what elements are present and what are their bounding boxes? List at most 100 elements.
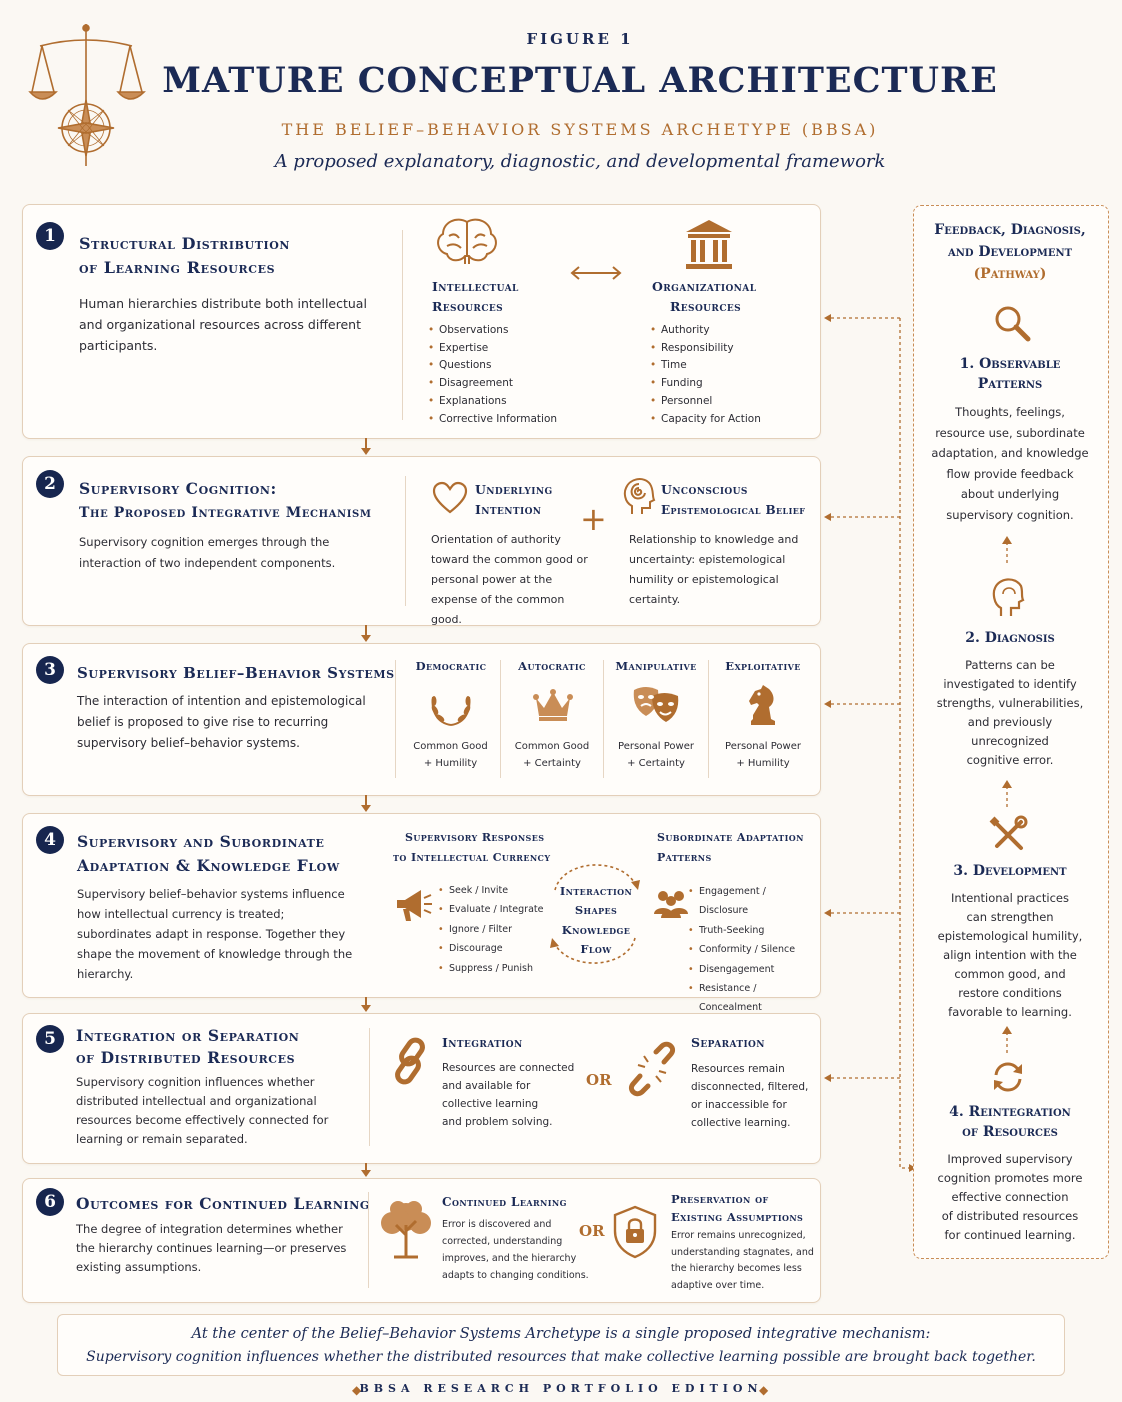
pathway-step-4-title: 4. Reintegration of Resources bbox=[949, 1104, 1071, 1140]
institution-icon bbox=[686, 220, 732, 269]
organizational-resources-list: Authority Responsibility Time Funding Pe… bbox=[650, 322, 810, 428]
separation-heading: Separation bbox=[691, 1035, 765, 1050]
page-title: MATURE CONCEPTUAL ARCHITECTURE bbox=[162, 60, 998, 101]
list-item: Disengagement bbox=[688, 960, 816, 980]
underlying-intention-heading: Underlying Intention bbox=[475, 482, 553, 517]
down-arrow-icon bbox=[361, 635, 371, 642]
supervisory-responses-list: Seek / Invite Evaluate / Integrate Ignor… bbox=[438, 881, 548, 978]
interaction-center-label: Interaction Shapes Knowledge Flow bbox=[559, 884, 633, 956]
divider bbox=[369, 1028, 370, 1146]
organizational-resources-heading: Organizational Resources bbox=[652, 279, 757, 314]
divider bbox=[603, 660, 604, 778]
page-tagline: A proposed explanatory, diagnostic, and … bbox=[274, 151, 886, 172]
divider bbox=[402, 230, 403, 420]
system-manipulative-caption: Personal Power + Certainty bbox=[618, 741, 694, 769]
section-6-title: Outcomes for Continued Learning bbox=[76, 1194, 370, 1213]
section-2-title: Supervisory Cognition: The Proposed Inte… bbox=[79, 479, 372, 521]
people-icon bbox=[654, 891, 688, 918]
flow-line bbox=[365, 795, 367, 805]
pathway-step-4-text: Improved supervisory cognition promotes … bbox=[937, 1152, 1083, 1242]
flow-line bbox=[365, 997, 367, 1005]
section-3-card bbox=[22, 643, 821, 796]
section-3-title: Supervisory Belief–Behavior Systems bbox=[77, 664, 395, 682]
footer-line-1: At the center of the Belief–Behavior Sys… bbox=[191, 1326, 931, 1342]
section-2-card bbox=[22, 456, 821, 626]
section-2-number: 2 bbox=[36, 470, 64, 498]
pathway-step-1-text: Thoughts, feelings, resource use, subord… bbox=[931, 405, 1089, 522]
list-item: Suppress / Punish bbox=[438, 959, 548, 979]
diamond-icon: ◆ bbox=[759, 1383, 769, 1397]
separation-text: Resources remain disconnected, filtered,… bbox=[691, 1063, 809, 1129]
subordinate-adaptation-list: Engagement / Disclosure Truth-Seeking Co… bbox=[688, 882, 816, 1018]
head-spiral-icon bbox=[623, 478, 656, 514]
tree-icon bbox=[381, 1201, 431, 1259]
down-arrow-icon bbox=[361, 448, 371, 455]
masks-icon bbox=[633, 687, 679, 722]
section-1-title: Structural Distribution of Learning Reso… bbox=[79, 234, 291, 277]
shield-lock-icon bbox=[613, 1205, 657, 1259]
laurel-icon bbox=[431, 696, 471, 726]
epistemological-belief-text: Relationship to knowledge and uncertaint… bbox=[629, 533, 799, 606]
list-item: Seek / Invite bbox=[438, 881, 548, 901]
head-profile-icon bbox=[992, 578, 1025, 616]
section-3-description: The interaction of intention and epistem… bbox=[77, 694, 366, 750]
divider bbox=[395, 660, 396, 778]
cycle-arrows-icon bbox=[994, 1062, 1022, 1092]
section-4-number: 4 bbox=[36, 826, 64, 854]
flow-line bbox=[365, 438, 367, 448]
or-label: OR bbox=[586, 1071, 612, 1089]
flow-line bbox=[365, 625, 367, 635]
section-6-card bbox=[22, 1178, 821, 1303]
pathway-step-2-title: 2. Diagnosis bbox=[965, 630, 1055, 646]
page-subtitle: THE BELIEF–BEHAVIOR SYSTEMS ARCHETYPE (B… bbox=[281, 120, 879, 139]
list-item: Ignore / Filter bbox=[438, 920, 548, 940]
list-item: Personnel bbox=[650, 393, 810, 411]
list-item: Observations bbox=[428, 322, 598, 340]
divider bbox=[708, 660, 709, 778]
system-manipulative-label: Manipulative bbox=[615, 659, 697, 673]
divider bbox=[368, 1192, 369, 1288]
pathway-step-2-text: Patterns can be investigated to identify… bbox=[936, 658, 1084, 767]
feedback-connectors bbox=[824, 314, 916, 1172]
or-label: OR bbox=[579, 1222, 605, 1240]
underlying-intention-text: Orientation of authority toward the comm… bbox=[431, 533, 588, 626]
preservation-text: Error remains unrecognized, understandin… bbox=[671, 1230, 814, 1291]
footer-line-2: Supervisory cognition influences whether… bbox=[86, 1349, 1036, 1365]
continued-learning-heading: Continued Learning bbox=[442, 1195, 567, 1209]
section-6-number: 6 bbox=[36, 1188, 64, 1216]
list-item: Capacity for Action bbox=[650, 411, 810, 429]
chess-knight-icon bbox=[749, 685, 775, 725]
broken-chain-icon bbox=[628, 1041, 676, 1097]
section-5-number: 5 bbox=[36, 1025, 64, 1053]
edition-label: BBSA RESEARCH PORTFOLIO EDITION bbox=[359, 1382, 763, 1395]
section-4-description: Supervisory belief–behavior systems infl… bbox=[77, 887, 353, 981]
down-arrow-icon bbox=[361, 1170, 371, 1177]
system-autocratic-label: Autocratic bbox=[518, 659, 586, 673]
crown-icon bbox=[533, 689, 573, 721]
tools-icon bbox=[989, 815, 1028, 850]
section-2-description: Supervisory cognition emerges through th… bbox=[79, 535, 336, 570]
up-arrow-icon bbox=[1002, 1026, 1012, 1054]
integration-heading: Integration bbox=[442, 1035, 523, 1050]
section-4-title: Supervisory and Subordinate Adaptation &… bbox=[77, 832, 340, 875]
list-item: Funding bbox=[650, 375, 810, 393]
figure-label: FIGURE 1 bbox=[526, 30, 634, 48]
divider bbox=[500, 660, 501, 778]
system-autocratic-caption: Common Good + Certainty bbox=[514, 741, 590, 769]
preservation-heading: Preservation of Existing Assumptions bbox=[671, 1192, 804, 1224]
list-item: Explanations bbox=[428, 393, 598, 411]
subordinate-adaptation-heading: Subordinate Adaptation Patterns bbox=[657, 831, 804, 864]
list-item: Time bbox=[650, 357, 810, 375]
list-item: Disagreement bbox=[428, 375, 598, 393]
double-arrow-icon bbox=[570, 266, 622, 280]
pathway-card bbox=[913, 205, 1109, 1259]
system-democratic-caption: Common Good + Humility bbox=[413, 741, 488, 769]
system-democratic-label: Democratic bbox=[415, 659, 487, 673]
section-5-description: Supervisory cognition influences whether… bbox=[76, 1075, 329, 1146]
divider bbox=[405, 476, 406, 606]
pathway-title: Feedback, Diagnosis, and Development (Pa… bbox=[934, 222, 1086, 282]
intellectual-resources-heading: Intellectual Resources bbox=[432, 279, 519, 314]
scales-compass-logo bbox=[28, 24, 146, 166]
plus-sign: + bbox=[580, 500, 607, 538]
list-item: Truth-Seeking bbox=[688, 921, 816, 941]
